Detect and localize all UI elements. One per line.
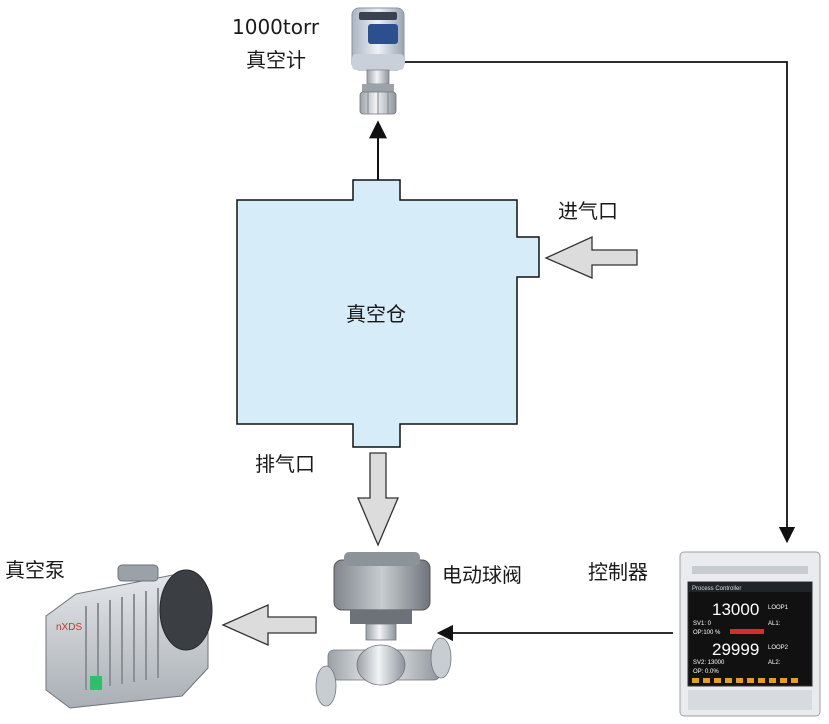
valve-to-pump-arrow [221,603,317,647]
controller-op2: OP: 0.0% [693,669,719,675]
svg-text:nXDS: nXDS [56,622,82,633]
ball-valve-icon [315,552,452,707]
controller-al2: AL2: [768,660,781,666]
vacuum-gauge-icon [351,7,405,115]
controller-loop1: LOOP1 [768,605,789,611]
gauge-model-label: 1000torr [232,15,320,39]
controller-sv1: SV1: 0 [693,621,712,627]
gauge-to-controller-line [405,61,796,544]
controller-label: 控制器 [588,560,648,584]
vacuum-pump-icon: nXDS [45,564,213,709]
gauge-name-label: 真空计 [246,48,306,72]
vacuum-chamber [236,179,540,448]
chamber-label: 真空仓 [346,302,406,326]
controller-icon: Process Controller 13000 LOOP1 SV1: 0 AL… [679,551,821,717]
controller-screen-header: Process Controller [692,586,741,592]
controller-op1: OP:100 % [693,630,721,636]
outlet-label: 排气口 [255,452,315,476]
pump-label: 真空泵 [5,558,65,582]
controller-al1: AL1: [768,621,781,627]
valve-label: 电动球阀 [442,563,522,587]
controller-pv2: 29999 [712,640,759,659]
controller-sv2: SV2: 13000 [693,660,725,666]
controller-pv1: 13000 [712,600,759,619]
inlet-arrow [544,235,638,279]
inlet-label: 进气口 [558,199,618,223]
controller-loop2: LOOP2 [768,645,789,651]
outlet-arrow [357,452,399,547]
